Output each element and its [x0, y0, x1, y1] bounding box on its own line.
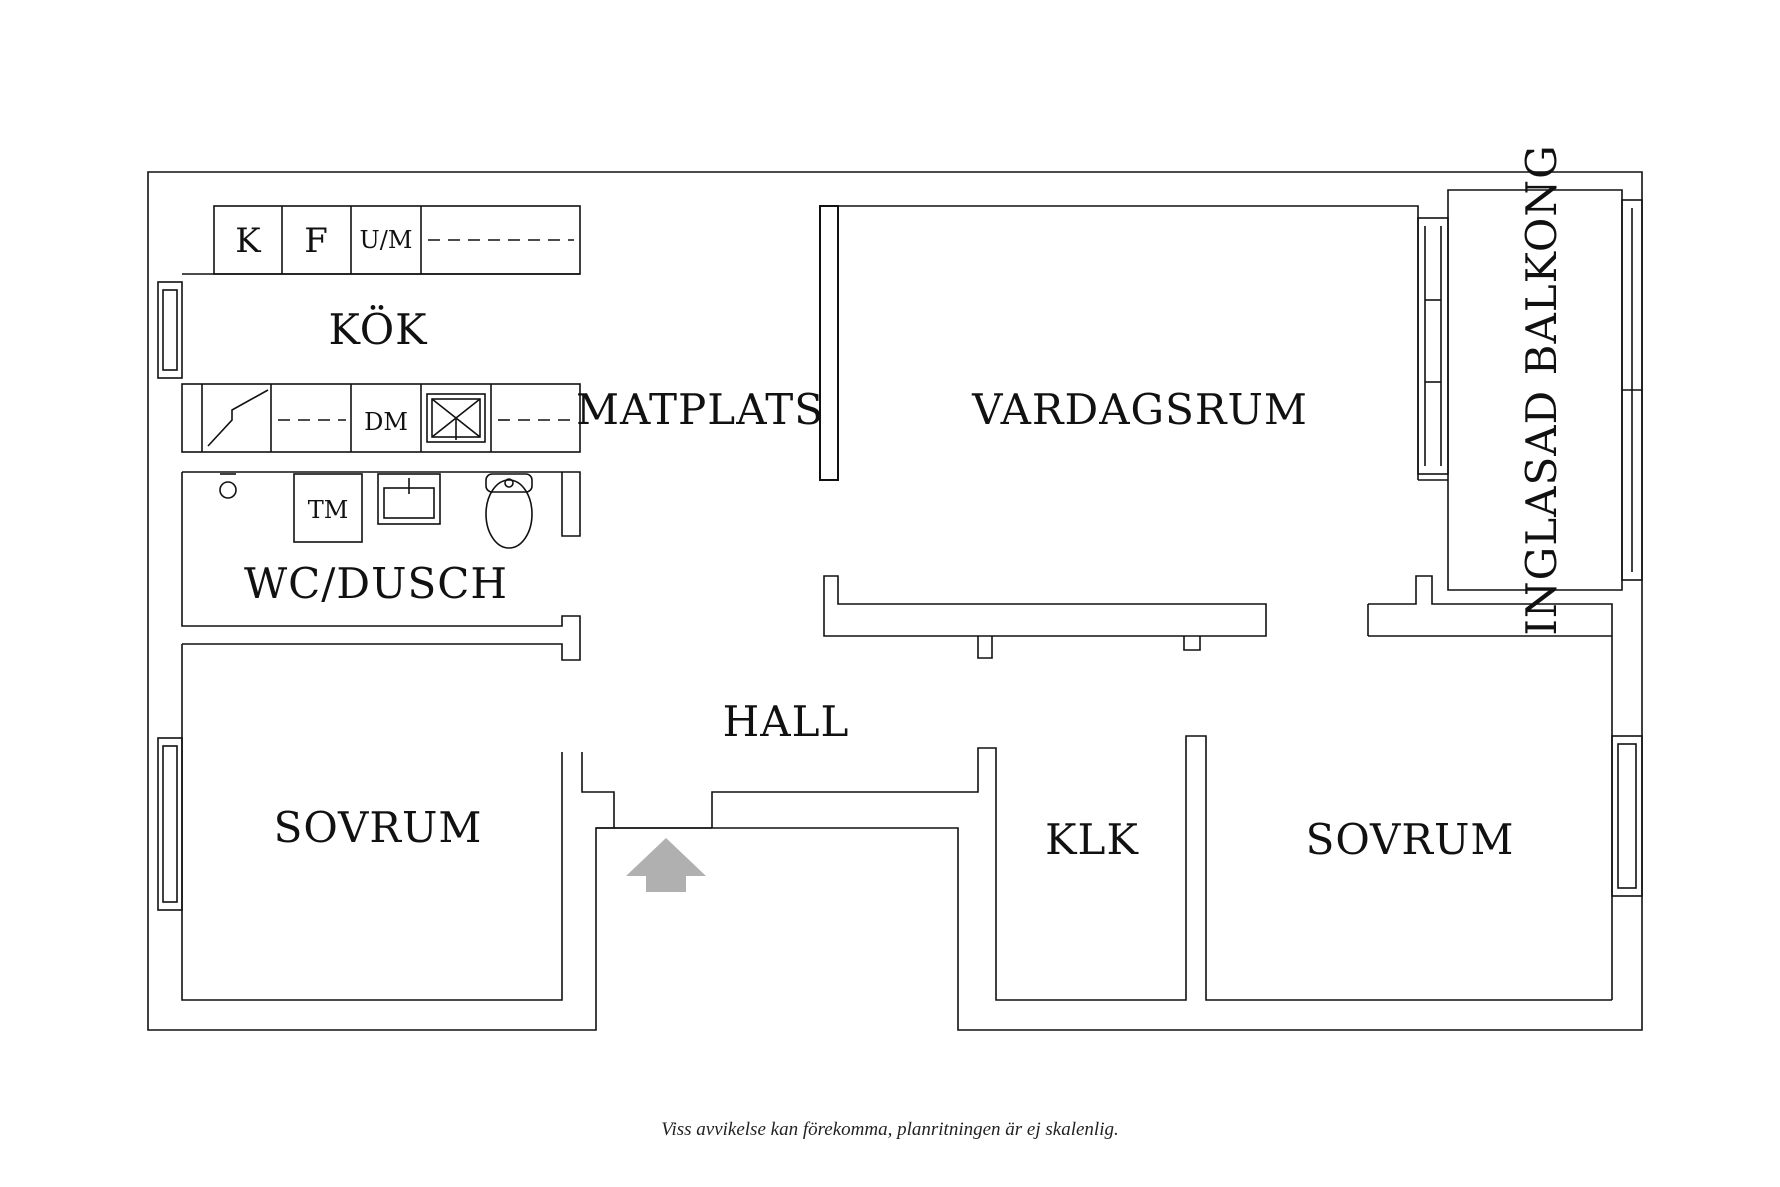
appliance-label-ugn: U/M — [360, 226, 413, 254]
room-label-klk: KLK — [1045, 815, 1139, 864]
room-label-wc: WC/DUSCH — [244, 559, 508, 608]
window-icon — [1621, 199, 1643, 581]
appliance-label-frys: F — [304, 221, 328, 261]
bedroom-left — [157, 644, 615, 1001]
room-label-kok: KÖK — [328, 304, 428, 354]
balcony — [1447, 189, 1643, 591]
window-icon — [157, 281, 183, 379]
basin-icon — [377, 473, 441, 525]
room-label-matplats: MATPLATS — [576, 385, 824, 434]
wall-segment — [711, 735, 1612, 1001]
window-icon — [1611, 735, 1643, 897]
stove-icon — [207, 389, 269, 447]
room-label-sovrum-right: SOVRUM — [1306, 815, 1515, 864]
window-icon — [1417, 217, 1449, 475]
sink-icon — [426, 393, 486, 443]
appliance-label-kyl: K — [235, 221, 261, 261]
bathroom — [181, 471, 581, 661]
window-icon — [157, 737, 183, 911]
room-label-sovrum-left: SOVRUM — [274, 803, 483, 852]
appliance-label-diskmaskin: DM — [364, 408, 408, 436]
kitchen — [157, 205, 581, 453]
room-label-hall: HALL — [723, 697, 850, 746]
room-label-balkong: INGLASAD BALKONG — [1517, 144, 1566, 635]
wall-segment — [1368, 575, 1613, 1000]
entrance-arrow-icon — [626, 838, 706, 892]
toilet-icon — [485, 473, 533, 549]
appliance-label-tvattmaskin: TM — [308, 496, 349, 524]
wall-segment — [819, 205, 839, 481]
shower-icon — [219, 473, 237, 499]
disclaimer-text: Viss avvikelse kan förekomma, planritnin… — [661, 1119, 1119, 1140]
room-label-vardagsrum: VARDAGSRUM — [971, 385, 1308, 434]
